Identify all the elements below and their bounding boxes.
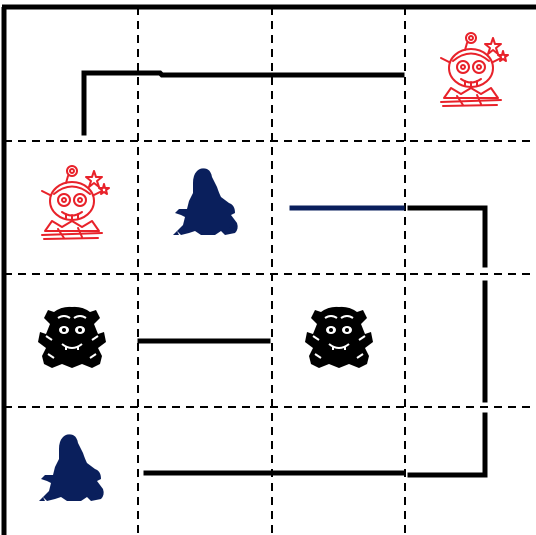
gorilla-icon: [305, 307, 373, 368]
figure-icon: [39, 434, 104, 501]
clown-icon: [42, 166, 109, 239]
wall-top-path: [84, 73, 402, 133]
wall-right-lower: [410, 415, 485, 475]
gorilla-icon: [38, 307, 106, 368]
figure-icon: [173, 168, 238, 235]
clown-icon: [441, 33, 508, 106]
wall-right-upper: [410, 208, 485, 265]
